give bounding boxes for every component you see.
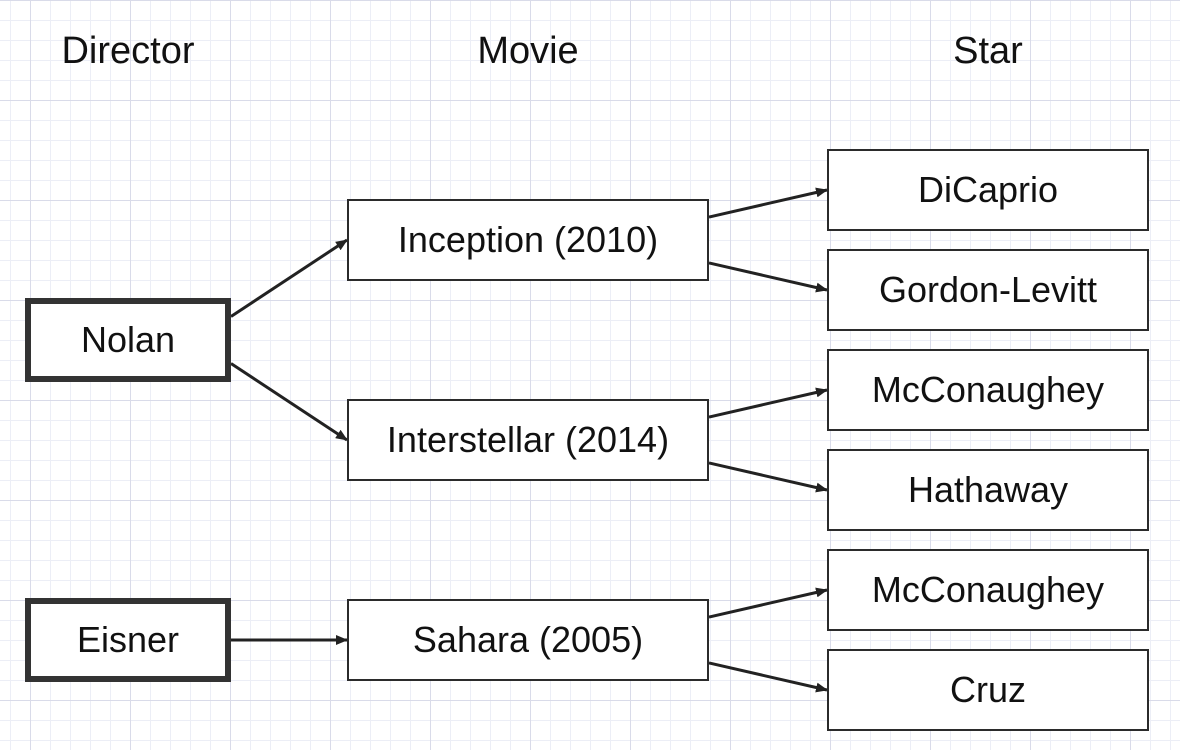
star-node-gordon-levitt[interactable]: Gordon-Levitt — [827, 249, 1149, 331]
star-node-hathaway[interactable]: Hathaway — [827, 449, 1149, 531]
edge-movie-0-to-star-1 — [708, 261, 828, 293]
director-node-nolan[interactable]: Nolan — [25, 298, 231, 382]
movie-node-inception[interactable]: Inception (2010) — [347, 199, 709, 281]
star-node-cruz[interactable]: Cruz — [827, 649, 1149, 731]
star-node-mcconaughey-interstellar[interactable]: McConaughey — [827, 349, 1149, 431]
edge-director-0-to-movie-0 — [230, 238, 348, 318]
column-header-star: Star — [953, 30, 1023, 72]
star-node-dicaprio[interactable]: DiCaprio — [827, 149, 1149, 231]
edge-movie-0-to-star-0 — [708, 187, 828, 219]
star-node-mcconaughey-sahara[interactable]: McConaughey — [827, 549, 1149, 631]
column-header-movie: Movie — [477, 30, 579, 72]
movie-node-interstellar[interactable]: Interstellar (2014) — [347, 399, 709, 481]
column-header-director: Director — [61, 30, 195, 72]
edge-movie-1-to-star-3 — [708, 461, 828, 493]
edge-director-0-to-movie-1 — [230, 362, 348, 442]
edge-movie-2-to-star-5 — [708, 661, 828, 693]
director-node-eisner[interactable]: Eisner — [25, 598, 231, 682]
movie-node-sahara[interactable]: Sahara (2005) — [347, 599, 709, 681]
edge-movie-1-to-star-2 — [708, 387, 828, 419]
edge-movie-2-to-star-4 — [708, 587, 828, 619]
